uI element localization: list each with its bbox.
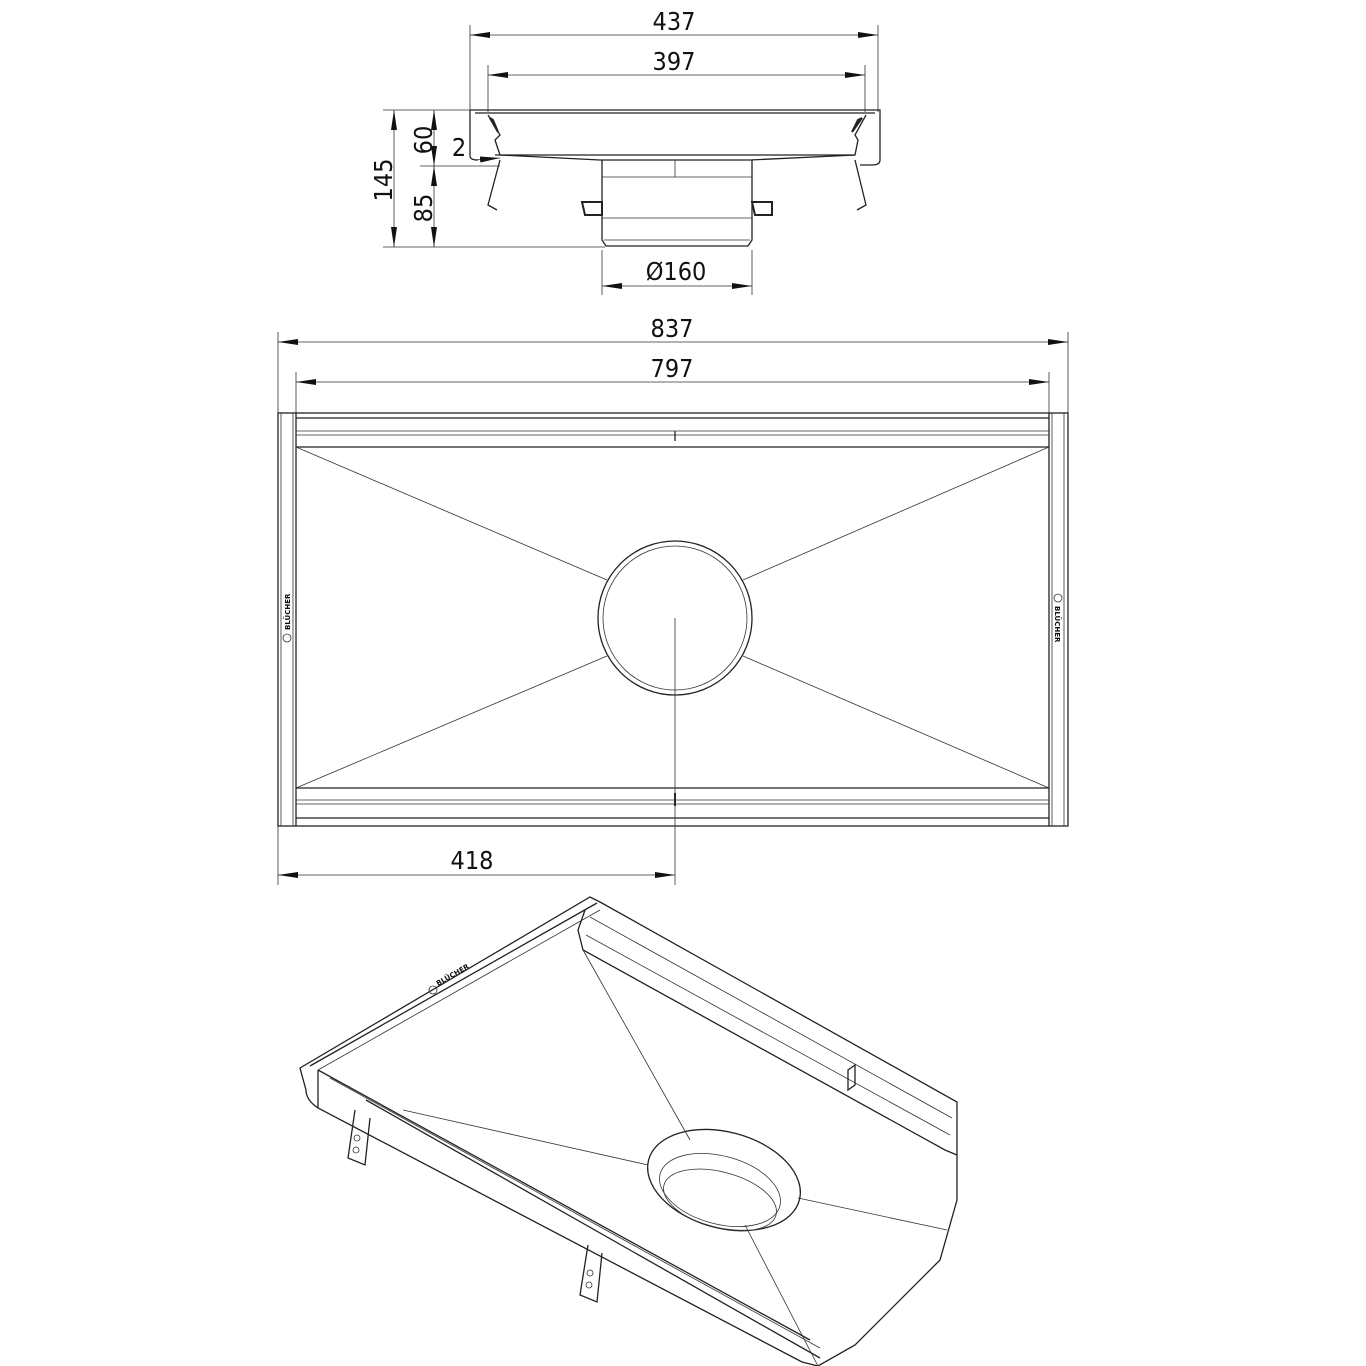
dim-outlet-diameter: Ø160 (646, 257, 707, 286)
dim-center-offset: 418 (451, 846, 494, 875)
dim-total-length: 837 (651, 314, 694, 343)
dim-height-total: 145 (369, 159, 398, 202)
bracket-right (579, 1244, 603, 1303)
dim-height-upper: 60 (409, 126, 438, 155)
dim-slope: 2 (452, 133, 466, 162)
svg-text:BLÜCHER: BLÜCHER (283, 593, 292, 630)
logo-left: BLÜCHER (282, 593, 292, 643)
svg-text:BLÜCHER: BLÜCHER (435, 961, 472, 987)
plan-view: 837 797 418 BLÜCHER (277, 314, 1069, 885)
svg-text:BLÜCHER: BLÜCHER (1053, 606, 1062, 643)
section-view: 437 397 145 60 85 2 (369, 7, 881, 295)
dim-total-width: 437 (653, 7, 696, 36)
dim-inner-length: 797 (651, 354, 694, 383)
bracket-left (347, 1109, 371, 1166)
dim-height-lower: 85 (409, 194, 438, 223)
dim-inner-width: 397 (653, 47, 696, 76)
isometric-view: BLÜCHER (299, 896, 958, 1366)
logo-right: BLÜCHER (1053, 593, 1063, 643)
